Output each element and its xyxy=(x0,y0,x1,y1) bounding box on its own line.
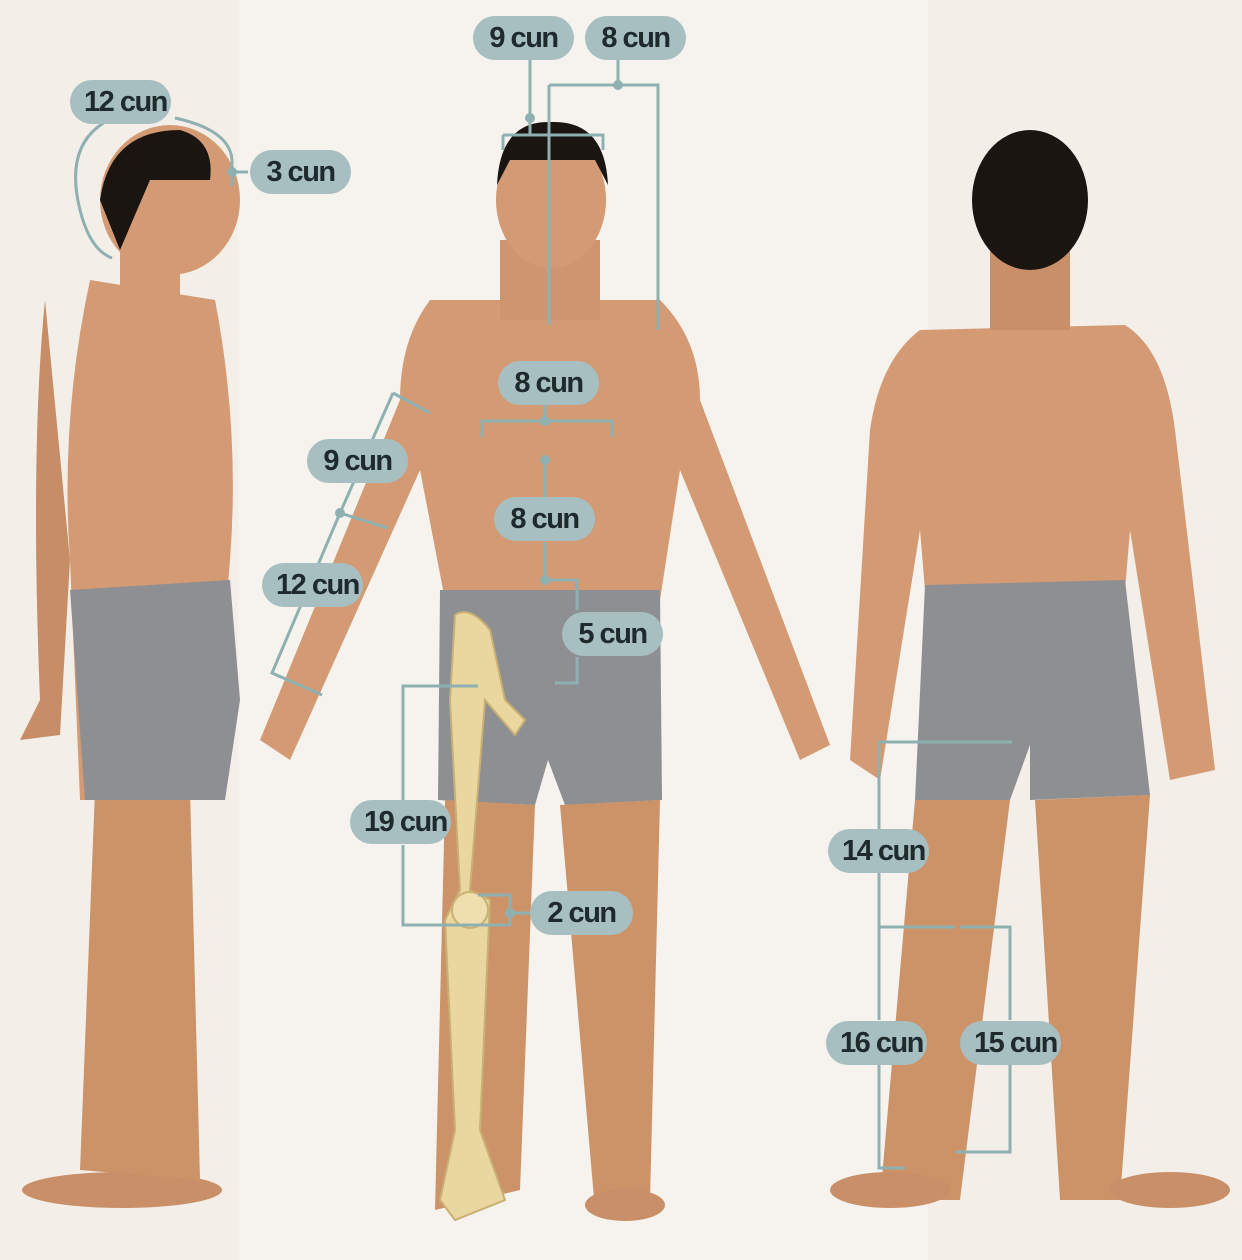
front-view-figure xyxy=(260,122,830,1221)
knee-label: 2 cun xyxy=(530,891,633,935)
head-top-9-label: 9 cun xyxy=(473,16,574,60)
lower-leg-15-label: 15 cun xyxy=(960,1021,1061,1065)
back-view-shorts xyxy=(915,580,1150,800)
forearm-label: 12 cun xyxy=(262,563,363,607)
thigh-label: 19 cun xyxy=(350,800,451,844)
back-view-hair xyxy=(972,130,1088,270)
sternum-navel-label: 8 cun xyxy=(494,497,595,541)
head-top-8-label: 8 cun xyxy=(585,16,686,60)
nipples-label: 8 cun xyxy=(498,361,599,405)
upper-arm-label: 9 cun xyxy=(307,439,408,483)
lower-leg-16-label: 16 cun xyxy=(826,1021,927,1065)
side-view-figure xyxy=(20,125,240,1208)
hairline-label: 3 cun xyxy=(250,150,351,194)
thigh-back-label: 14 cun xyxy=(828,829,929,873)
side-view-shorts xyxy=(70,580,240,800)
head-circumference-label: 12 cun xyxy=(70,80,171,124)
navel-pubis-label: 5 cun xyxy=(562,612,663,656)
